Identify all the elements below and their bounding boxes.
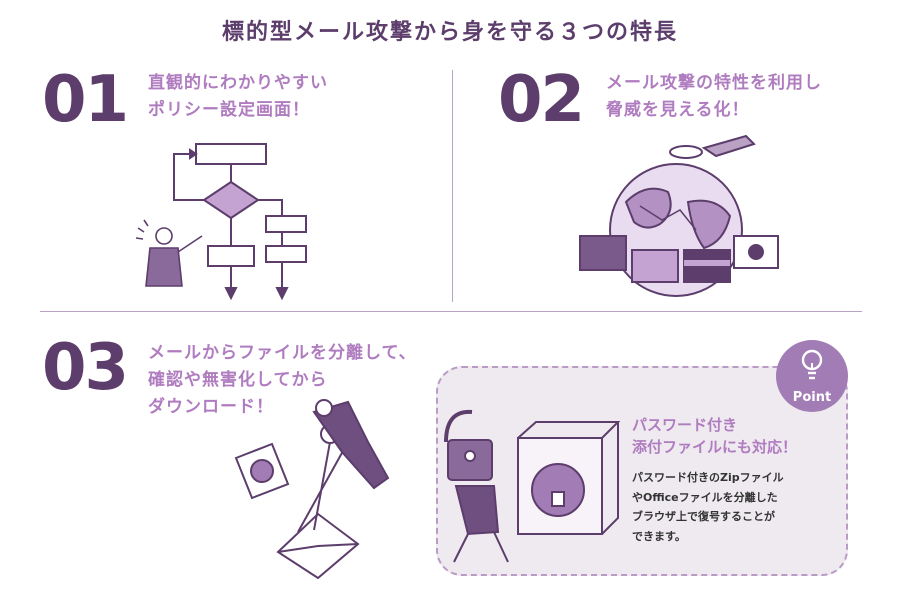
point-body-line-2: やOfficeファイルを分離した — [632, 490, 778, 504]
point-body-line-1: パスワード付きのZipファイル — [632, 471, 784, 484]
lightbulb-icon — [801, 349, 823, 380]
businessman-figure — [135, 219, 203, 287]
flowchart-diamond — [202, 180, 260, 220]
feature-1-number: 01 — [42, 63, 129, 137]
feature-1-line-2: ポリシー設定画面！ — [148, 100, 310, 120]
feature-2-number: 02 — [498, 63, 585, 137]
person-figure — [312, 400, 390, 490]
feature-3-text: メールからファイルを分離して、 確認や無害化してから ダウンロード！ — [148, 340, 417, 421]
point-body-line-4: できます。 — [632, 529, 686, 543]
feature-1-text: 直観的にわかりやすい ポリシー設定画面！ — [148, 70, 328, 124]
carrier-figure — [454, 485, 500, 536]
feature-3-number: 03 — [42, 331, 129, 405]
point-title: パスワード付き 添付ファイルにも対応！ — [632, 414, 797, 458]
padlock-shackle — [444, 409, 473, 443]
point-badge-label: Point — [792, 390, 832, 405]
globe-illustration — [579, 134, 779, 297]
feature-2-text: メール攻撃の特性を利用し 脅威を見える化！ — [606, 70, 822, 124]
horizontal-divider — [40, 311, 862, 312]
investigator-icon — [701, 134, 756, 158]
point-body-line-3: ブラウザ上で復号することが — [632, 510, 775, 523]
point-title-line-1: パスワード付き — [632, 416, 738, 434]
flowchart-illustration — [135, 143, 307, 301]
scissors-illustration — [234, 399, 390, 580]
point-box — [436, 366, 848, 576]
feature-1-line-1: 直観的にわかりやすい — [148, 73, 328, 93]
page-title: 標的型メール攻撃から身を守る３つの特長 — [221, 20, 678, 45]
magnifier-icon — [669, 145, 703, 159]
feature-3-line-3: ダウンロード！ — [148, 397, 274, 417]
virus-icon — [531, 463, 585, 517]
point-title-line-2: 添付ファイルにも対応！ — [632, 438, 798, 456]
flowchart-box-top — [195, 143, 267, 165]
feature-3-line-1: メールからファイルを分離して、 — [148, 343, 417, 363]
padlock-illustration — [444, 409, 621, 563]
point-body: パスワード付きのZipファイル やOfficeファイルを分離した ブラウザ上で復… — [632, 468, 784, 546]
feature-2-line-1: メール攻撃の特性を利用し — [606, 73, 822, 93]
feature-3-line-2: 確認や無害化してから — [148, 370, 328, 390]
vertical-divider — [452, 70, 453, 302]
feature-2-line-2: 脅威を見える化！ — [606, 100, 750, 120]
